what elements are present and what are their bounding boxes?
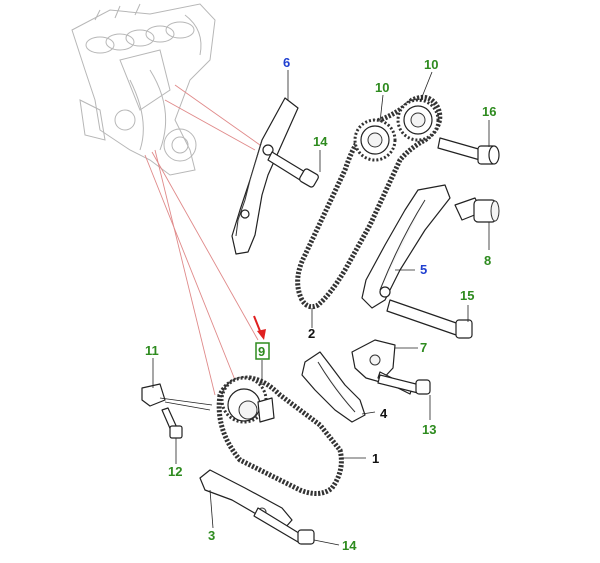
callout-12: 12 [168,464,182,479]
callout-10-left: 10 [375,80,389,95]
guide-pin [386,299,473,339]
upper-timing-chain [295,94,443,310]
callout-15: 15 [460,288,474,303]
camshaft-sprocket-right [396,98,440,142]
callout-11: 11 [145,343,159,358]
callout-9: 9 [258,344,265,359]
crank-sprocket-assembly [220,376,275,424]
callout-3: 3 [208,528,215,543]
callout-5: 5 [420,262,427,277]
callout-7: 7 [420,340,427,355]
callout-14-lower: 14 [342,538,357,553]
camshaft-sprocket-left [353,118,397,162]
sensor-bolt [161,407,183,439]
bolt-upper [267,151,319,188]
highlight-box [255,342,270,360]
callout-14-upper: 14 [313,134,328,149]
callout-13: 13 [422,422,436,437]
callout-leaders [152,70,490,546]
engine-leader-lines [144,84,261,396]
engine-ghost-outline [71,3,216,176]
lower-chain-guide [301,351,366,423]
highlight-arrow [253,315,266,340]
callout-2: 2 [308,326,315,341]
tensioner-guide-right [361,184,451,309]
position-sensor [141,383,213,411]
bracket-bolt [377,374,431,395]
callout-16: 16 [482,104,496,119]
chain-guide-left [231,97,299,255]
callout-1: 1 [372,451,379,466]
sprocket-bolt [437,137,500,165]
bolt-lower [253,507,315,545]
callout-10-right: 10 [424,57,438,72]
callout-8: 8 [484,253,491,268]
bottom-chain-guide [199,469,293,529]
callout-6: 6 [283,55,290,70]
callout-4: 4 [380,406,388,421]
chain-tensioner [454,197,500,223]
